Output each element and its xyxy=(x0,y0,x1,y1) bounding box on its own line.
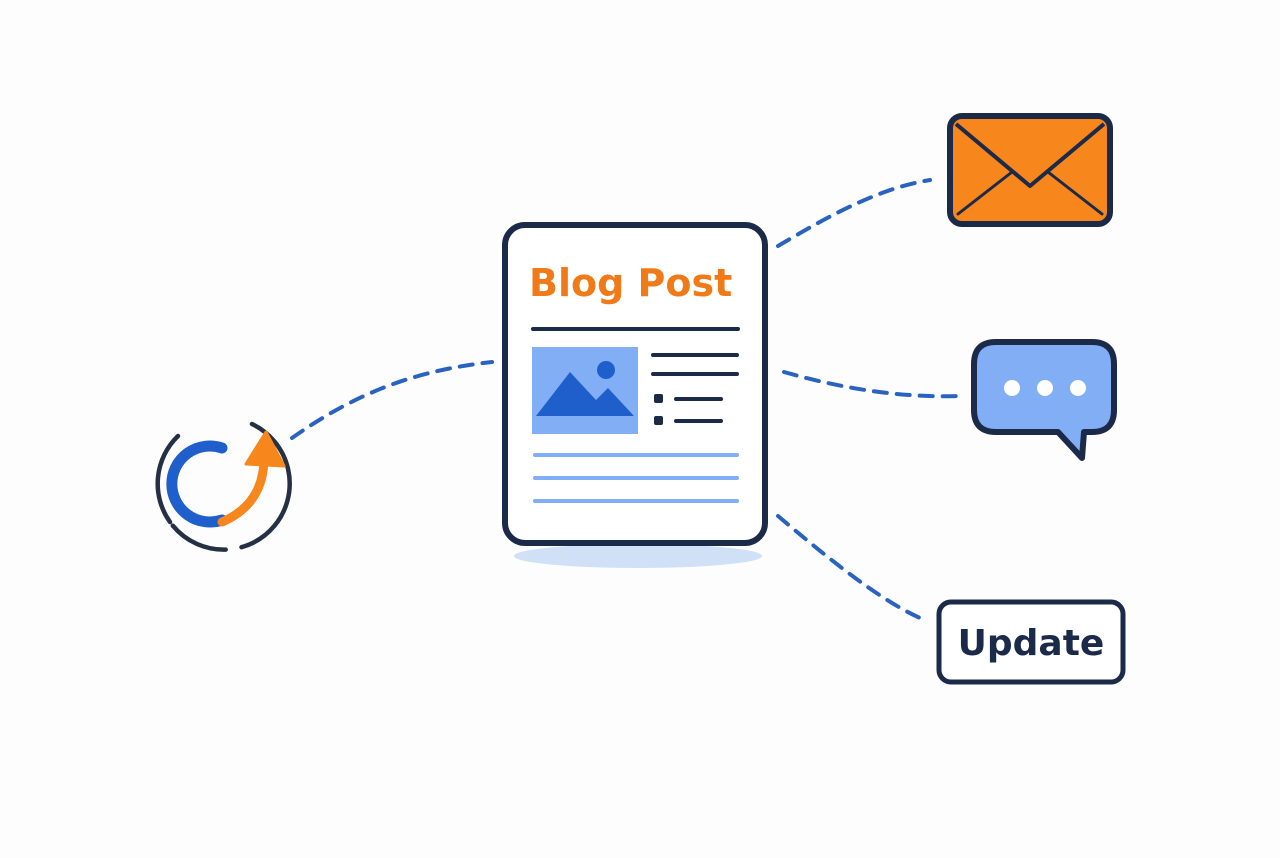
connectors xyxy=(290,178,960,620)
envelope-icon xyxy=(947,113,1113,227)
bullet-dots xyxy=(654,394,663,425)
body-lines xyxy=(533,453,739,503)
chat-bubble-icon xyxy=(971,339,1117,461)
update-label: Update xyxy=(958,623,1105,664)
connector-post-to-comment xyxy=(782,370,960,399)
blog-post-card: Blog Post xyxy=(502,222,768,568)
post-title: Blog Post xyxy=(529,261,732,305)
refresh-cycle-icon xyxy=(155,421,292,552)
connector-post-to-email xyxy=(776,178,932,248)
connector-repurpose-to-post xyxy=(290,360,494,440)
connector-post-to-update xyxy=(776,514,922,620)
card-shadow xyxy=(514,544,762,568)
text-lines xyxy=(651,353,739,423)
update-tag: Update xyxy=(936,599,1126,685)
image-placeholder-icon xyxy=(532,347,638,434)
